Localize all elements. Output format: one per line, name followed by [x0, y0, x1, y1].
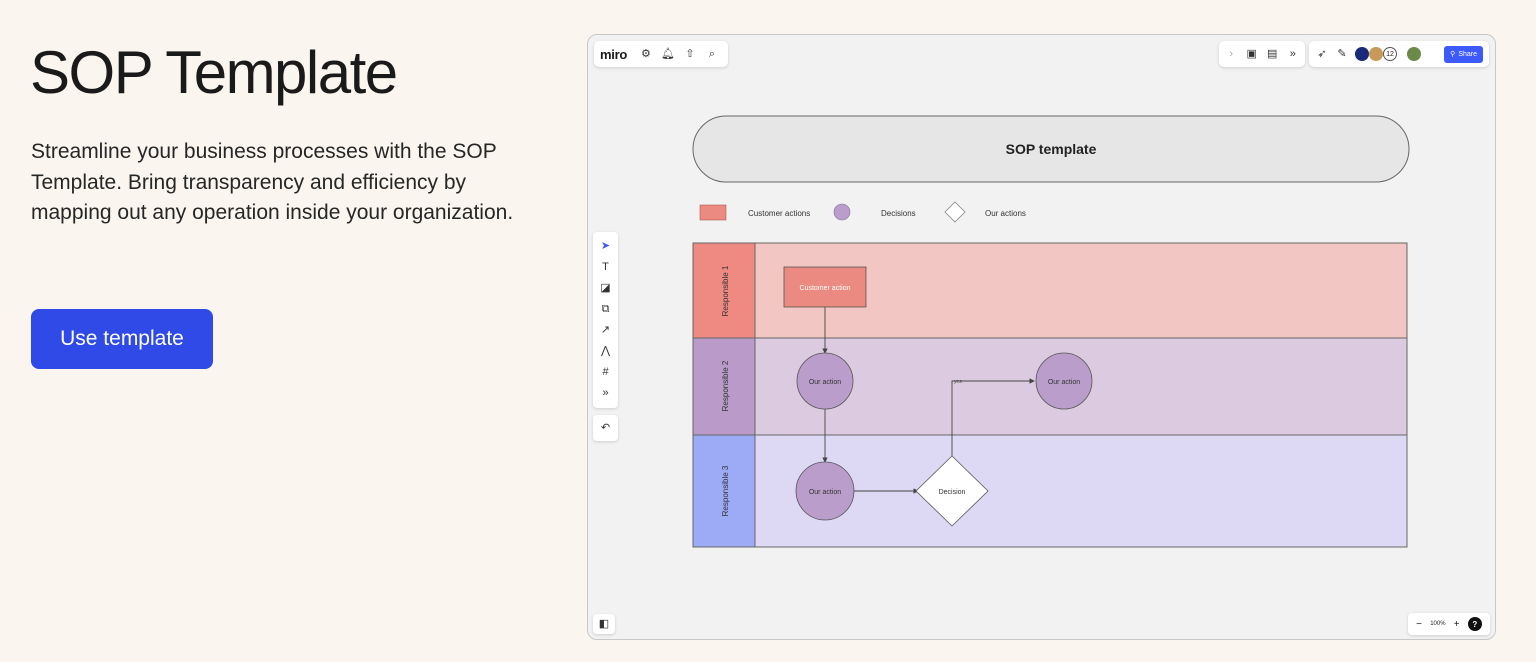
edge-yes-label: yes — [954, 379, 962, 385]
text-icon[interactable]: T — [602, 261, 609, 273]
zoom-level[interactable]: 100% — [1430, 621, 1446, 627]
legend-decisions-label: Decisions — [881, 209, 916, 218]
node-our-action-2-label: Our action — [809, 489, 841, 496]
board-side-toolbar: ➤ T ◪ ⧉ ↗ ⋀ # » — [593, 232, 618, 408]
node-our-action-2 — [795, 461, 855, 521]
frame-icon[interactable]: # — [602, 366, 609, 378]
node-our-action-3-label: Our action — [1048, 379, 1080, 386]
zoom-in-icon[interactable]: + — [1453, 618, 1460, 630]
arrow-icon[interactable]: ↗ — [600, 324, 611, 336]
diagram-title: SOP template — [1006, 141, 1097, 157]
lane-1-label: Responsible 1 — [721, 265, 730, 316]
sop-diagram: SOP template Customer actions Decisions … — [692, 115, 1410, 548]
board-toolbar-left: miro ⚙ 🔔︎ ⇧ ⌕ — [594, 41, 728, 67]
user-icon: ⚲ — [1450, 51, 1456, 58]
chevron-right-icon[interactable]: › — [1229, 47, 1234, 60]
legend-customer-label: Customer actions — [748, 209, 810, 218]
page-title: SOP Template — [30, 39, 398, 106]
bell-icon[interactable]: 🔔︎ — [661, 47, 675, 60]
present-icon[interactable]: ▣ — [1246, 47, 1257, 60]
legend-decision-swatch — [833, 203, 851, 221]
page-description: Streamline your business processes with … — [31, 140, 514, 224]
node-our-action-3 — [1035, 352, 1093, 410]
node-our-action-1-label: Our action — [809, 379, 841, 386]
undo-button[interactable]: ↶ — [593, 415, 618, 441]
panel-toggle-button[interactable]: ◧ — [593, 614, 615, 634]
help-icon[interactable]: ? — [1467, 617, 1482, 631]
undo-icon: ↶ — [600, 421, 611, 434]
share-label: Share — [1458, 50, 1477, 58]
lane-3-label: Responsible 3 — [721, 465, 730, 516]
share-button[interactable]: ⚲Share — [1444, 45, 1483, 63]
lane-2-label: Responsible 2 — [721, 360, 730, 411]
use-template-button[interactable]: Use template — [31, 309, 213, 369]
shapes-icon[interactable]: ⧉ — [601, 303, 610, 315]
legend-ours-label: Our actions — [985, 209, 1026, 218]
cursor-icon[interactable]: ➶ — [1317, 47, 1327, 60]
legend-customer-swatch — [699, 204, 727, 221]
avatar[interactable] — [1369, 47, 1383, 61]
node-customer-action — [783, 266, 867, 308]
lane-1-header — [692, 242, 756, 339]
board-toolbar-mid: › ▣ ▤ » — [1219, 41, 1305, 67]
avatar[interactable] — [1355, 47, 1369, 61]
sidebar-panel-icon: ◧ — [598, 617, 610, 630]
zoom-controls: − 100% + ? — [1408, 613, 1490, 635]
lane-3-header — [692, 434, 756, 548]
legend-ours-swatch — [944, 201, 966, 223]
collaborator-count[interactable]: 12 — [1383, 47, 1397, 61]
chevron-down-icon[interactable]: » — [1289, 47, 1296, 60]
node-our-action-1 — [796, 352, 854, 410]
celebrate-icon[interactable]: ✎ — [1337, 47, 1347, 60]
node-customer-action-label: Customer action — [800, 285, 851, 292]
upload-icon[interactable]: ⇧ — [685, 47, 695, 60]
node-decision-label: Decision — [939, 489, 966, 496]
notes-icon[interactable]: ▤ — [1267, 47, 1278, 60]
miro-logo: miro — [600, 46, 627, 62]
avatar[interactable] — [1407, 47, 1421, 61]
node-decision — [915, 455, 989, 527]
select-icon[interactable]: ➤ — [600, 240, 611, 252]
search-icon[interactable]: ⌕ — [708, 47, 716, 60]
board-toolbar-right: ➶ ✎ 12 ⚲Share — [1309, 41, 1489, 67]
more-icon[interactable]: » — [602, 387, 609, 399]
edge-decision-to-our3 — [951, 378, 1035, 456]
gear-icon[interactable]: ⚙ — [641, 47, 651, 60]
pen-icon[interactable]: ⋀ — [600, 345, 611, 357]
diagram-title-pill — [692, 115, 1410, 183]
board-preview[interactable]: SOP template Customer actions Decisions … — [587, 34, 1496, 640]
sticky-note-icon[interactable]: ◪ — [600, 282, 611, 294]
zoom-out-icon[interactable]: − — [1416, 618, 1422, 630]
